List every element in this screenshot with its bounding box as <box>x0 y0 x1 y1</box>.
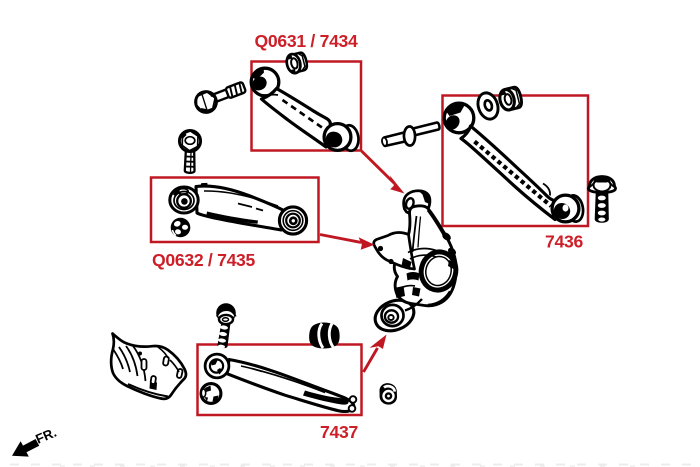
svg-text:7436: 7436 <box>545 232 583 252</box>
svg-text:FR.: FR. <box>33 425 58 447</box>
svg-text:Q0632 / 7435: Q0632 / 7435 <box>152 250 256 270</box>
svg-text:Q0631 / 7434: Q0631 / 7434 <box>255 31 359 51</box>
svg-text:7437: 7437 <box>320 422 358 442</box>
